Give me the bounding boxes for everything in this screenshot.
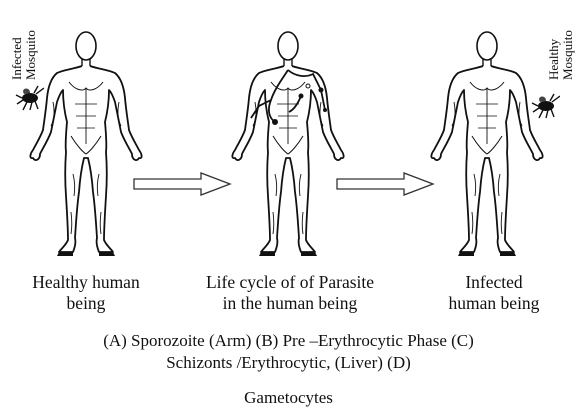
legend-line: Gametocytes [0, 387, 577, 408]
caption-life-cycle: Life cycle of of Parasite in the human b… [170, 272, 410, 314]
liver-stage-marker [272, 119, 278, 125]
legend-line: Schizonts /Erythrocytic, (Liver) (D) [0, 352, 577, 373]
figure-parasite-lifecycle-human [213, 26, 363, 266]
human-body-icon [213, 26, 363, 266]
parasite-marker [323, 108, 327, 112]
right-arrow-icon [336, 171, 436, 197]
caption-healthy-human: Healthy human being [2, 272, 170, 314]
right-arrow-icon [133, 171, 233, 197]
caption-line: Life cycle of of Parasite [170, 272, 410, 293]
human-body-icon [412, 26, 562, 266]
healthy-label: Healthy [547, 39, 560, 80]
figure-infected-human [412, 26, 562, 266]
healthy-mosquito-icon [530, 92, 560, 120]
caption-line: in the human being [170, 293, 410, 314]
infected-label: Infected [10, 37, 23, 80]
mosquito-label: Mosquito [561, 30, 574, 80]
parasite-marker [319, 88, 324, 93]
infected-mosquito-icon [14, 84, 44, 112]
caption-line: human being [424, 293, 564, 314]
legend-line: (A) Sporozoite (Arm) (B) Pre –Erythrocyt… [0, 330, 577, 351]
caption-infected-human: Infected human being [424, 272, 564, 314]
parasite-marker [299, 94, 304, 99]
mosquito-label: Mosquito [24, 30, 37, 80]
caption-line: being [2, 293, 170, 314]
parasite-marker [306, 84, 310, 88]
caption-line: Infected [424, 272, 564, 293]
caption-line: Healthy human [2, 272, 170, 293]
